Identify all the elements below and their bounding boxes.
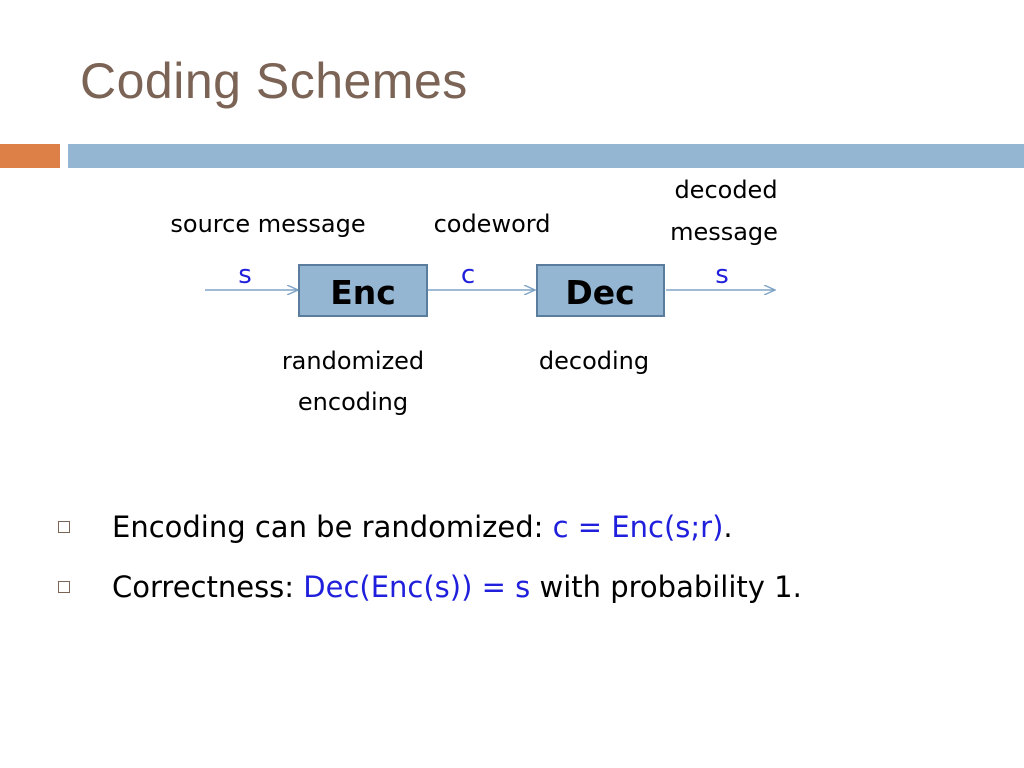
label-codeword: codeword (434, 210, 551, 238)
accent-bar-blue (68, 144, 1024, 168)
bullet-list: Encoding can be randomized: c = Enc(s;r)… (58, 506, 998, 626)
dec-box (536, 264, 665, 317)
bullet-text: Encoding can be randomized: (112, 510, 553, 544)
label-decoding: decoding (539, 347, 649, 375)
square-bullet-icon (58, 581, 70, 593)
bullet-math: Dec(Enc(s)) = s (303, 570, 531, 604)
label-source-message: source message (170, 210, 365, 238)
label-encoding: encoding (298, 388, 408, 416)
slide-title: Coding Schemes (80, 53, 468, 109)
var-s-input: s (238, 260, 252, 290)
bullet-suffix: with probability 1. (530, 570, 802, 604)
label-decoded-line2: message (670, 218, 778, 246)
bullet-math: c = Enc(s;r) (552, 510, 724, 544)
bullet-item: Encoding can be randomized: c = Enc(s;r)… (58, 506, 998, 566)
var-c-codeword: c (461, 260, 475, 290)
label-randomized: randomized (282, 347, 424, 375)
encoding-diagram: Enc Dec source message codeword decoded … (170, 176, 778, 416)
label-decoded-line1: decoded (674, 176, 777, 204)
enc-box-label: Enc (330, 273, 396, 312)
accent-bar-orange (0, 144, 60, 168)
var-s-output: s (715, 260, 729, 290)
bullet-text: Correctness: (112, 570, 304, 604)
square-bullet-icon (58, 521, 70, 533)
bullet-suffix: . (723, 510, 733, 544)
dec-box-label: Dec (565, 273, 634, 312)
bullet-item: Correctness: Dec(Enc(s)) = s with probab… (58, 566, 998, 626)
enc-box (298, 264, 428, 317)
